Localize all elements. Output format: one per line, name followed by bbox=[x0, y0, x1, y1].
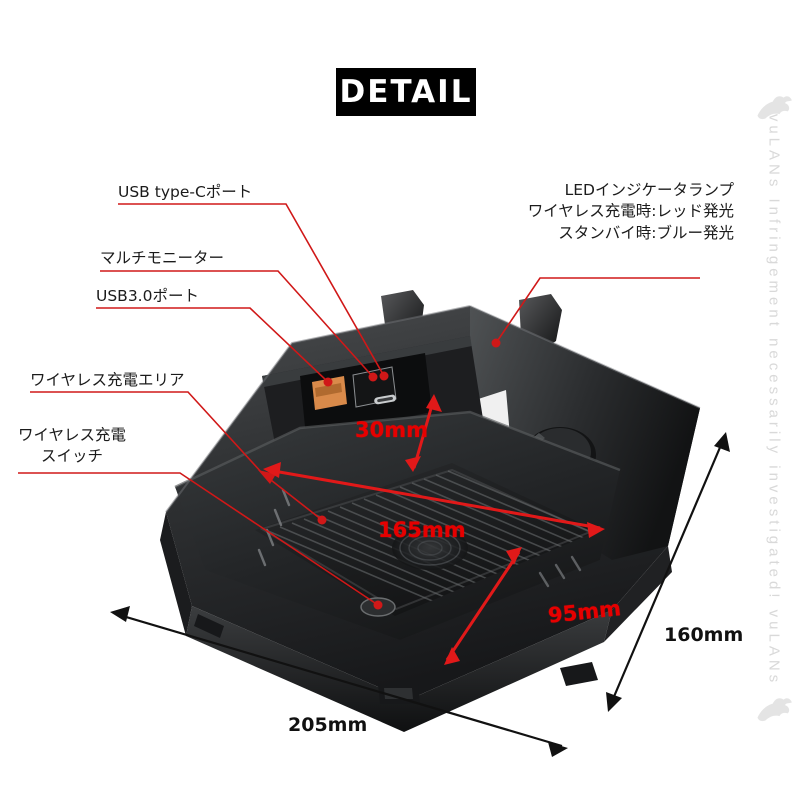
dim-165mm: 165mm bbox=[378, 518, 466, 542]
dim-205mm: 205mm bbox=[288, 714, 368, 736]
usb-a-port bbox=[312, 376, 347, 410]
dim-30mm: 30mm bbox=[355, 418, 428, 442]
watermark-text: vuLANs Infringement necessarily investig… bbox=[765, 113, 783, 687]
callout-usb-3-0: USB3.0ポート bbox=[96, 287, 199, 305]
detail-title-badge: DETAIL bbox=[336, 68, 476, 116]
watermark-logo-icon-2 bbox=[757, 698, 792, 722]
cup-holder-hole bbox=[524, 427, 596, 483]
callout-wireless-area: ワイヤレス充電エリア bbox=[30, 371, 185, 389]
watermark-logo-icon bbox=[757, 96, 792, 120]
arrow-160mm bbox=[608, 437, 726, 707]
callout-wireless-switch: ワイヤレス充電 スイッチ bbox=[18, 426, 127, 466]
tray-dashes bbox=[257, 488, 291, 567]
wireless-charging-switch bbox=[360, 597, 396, 617]
usb-c-port bbox=[374, 394, 396, 405]
page-title: DETAIL bbox=[339, 74, 473, 110]
arrow-95mm bbox=[444, 547, 522, 665]
dim-95mm: 95mm bbox=[546, 596, 623, 628]
dim-160mm: 160mm bbox=[664, 624, 744, 646]
display-panel bbox=[352, 366, 397, 408]
tray-dashes-right bbox=[538, 555, 582, 588]
mounting-clips bbox=[381, 290, 562, 388]
watermark: vuLANs Infringement necessarily investig… bbox=[746, 0, 800, 800]
callout-led-indicator: LEDインジケータランプ ワイヤレス充電時:レッド発光 スタンバイ時:ブルー発光 bbox=[527, 181, 734, 242]
callout-multi-monitor: マルチモニーター bbox=[100, 249, 225, 267]
callout-usb-type-c: USB type-Cポート bbox=[118, 183, 253, 201]
